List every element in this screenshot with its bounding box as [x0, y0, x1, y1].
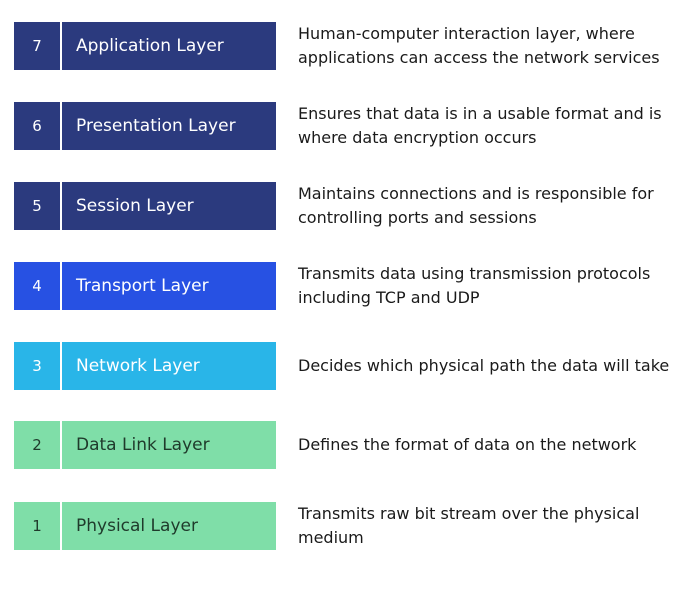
layer-divider	[60, 102, 62, 150]
layer-number: 3	[32, 357, 42, 375]
layer-row-1: 1 Physical Layer Transmits raw bit strea…	[14, 502, 676, 550]
layer-box-3: 3 Network Layer	[14, 342, 276, 390]
layer-description: Transmits raw bit stream over the physic…	[298, 502, 684, 550]
layer-divider	[60, 342, 62, 390]
layer-description: Decides which physical path the data wil…	[298, 342, 684, 390]
layer-number: 7	[32, 37, 42, 55]
layer-row-6: 6 Presentation Layer Ensures that data i…	[14, 102, 676, 150]
layer-description-text: Defines the format of data on the networ…	[298, 435, 637, 454]
layer-row-3: 3 Network Layer Decides which physical p…	[14, 342, 676, 390]
layer-box-1: 1 Physical Layer	[14, 502, 276, 550]
layer-box-5: 5 Session Layer	[14, 182, 276, 230]
layer-row-5: 5 Session Layer Maintains connections an…	[14, 182, 676, 230]
layer-divider	[60, 22, 62, 70]
layer-description: Human-computer interaction layer, where …	[298, 22, 684, 70]
layer-divider	[60, 262, 62, 310]
layer-description-text: Transmits raw bit stream over the physic…	[298, 504, 640, 547]
layer-name: Network Layer	[76, 356, 200, 376]
layer-box-4: 4 Transport Layer	[14, 262, 276, 310]
layer-description: Maintains connections and is responsible…	[298, 182, 684, 230]
layer-name: Presentation Layer	[76, 116, 236, 136]
layer-number: 1	[32, 517, 42, 535]
layer-divider	[60, 421, 62, 469]
layer-box-2: 2 Data Link Layer	[14, 421, 276, 469]
layer-description: Transmits data using transmission protoc…	[298, 262, 684, 310]
layer-number: 6	[32, 117, 42, 135]
layer-description: Ensures that data is in a usable format …	[298, 102, 684, 150]
layer-row-4: 4 Transport Layer Transmits data using t…	[14, 262, 676, 310]
layer-number: 5	[32, 197, 42, 215]
layer-name: Transport Layer	[76, 276, 209, 296]
layer-number: 4	[32, 277, 42, 295]
layer-box-6: 6 Presentation Layer	[14, 102, 276, 150]
layer-description: Defines the format of data on the networ…	[298, 421, 684, 469]
layer-row-2: 2 Data Link Layer Defines the format of …	[14, 421, 676, 469]
layer-description-text: Maintains connections and is responsible…	[298, 184, 654, 227]
layer-name: Session Layer	[76, 196, 194, 216]
layer-name: Physical Layer	[76, 516, 198, 536]
layer-name: Application Layer	[76, 36, 224, 56]
layer-box-7: 7 Application Layer	[14, 22, 276, 70]
layer-number: 2	[32, 436, 42, 454]
layer-divider	[60, 502, 62, 550]
layer-description-text: Human-computer interaction layer, where …	[298, 24, 660, 67]
layer-row-7: 7 Application Layer Human-computer inter…	[14, 22, 676, 70]
layer-description-text: Decides which physical path the data wil…	[298, 356, 670, 375]
layer-divider	[60, 182, 62, 230]
layer-name: Data Link Layer	[76, 435, 210, 455]
layer-description-text: Ensures that data is in a usable format …	[298, 104, 662, 147]
layer-description-text: Transmits data using transmission protoc…	[298, 264, 651, 307]
